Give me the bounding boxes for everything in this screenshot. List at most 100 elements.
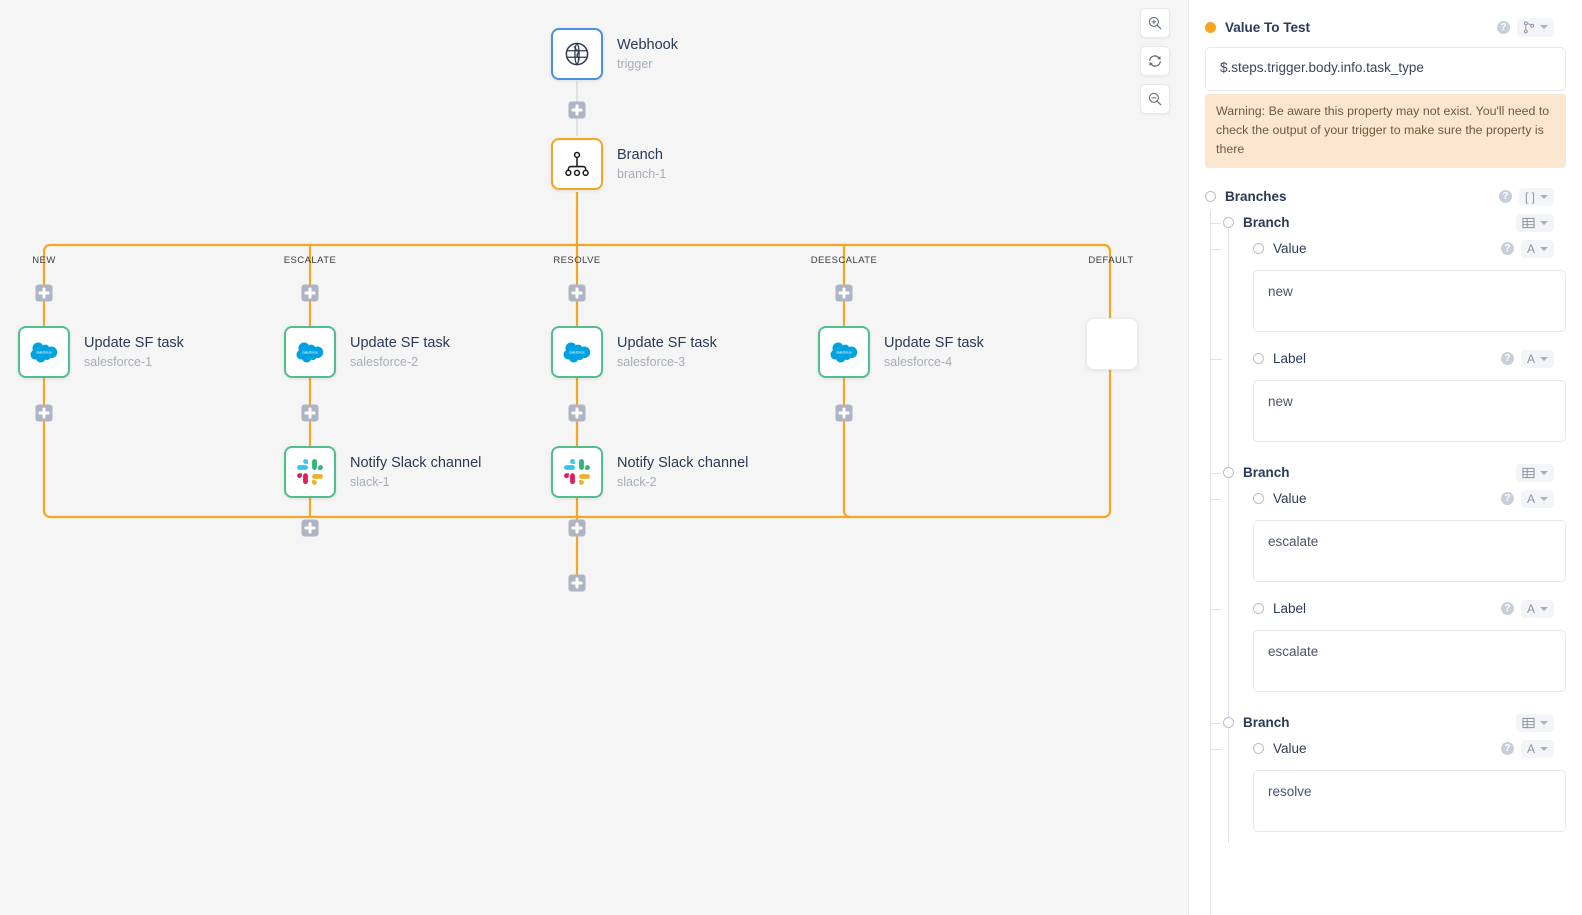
node-salesforce-4[interactable]: salesforce Update SF task salesforce-4 [818,326,984,378]
help-icon[interactable]: ? [1500,492,1514,506]
node-salesforce-3[interactable]: salesforce Update SF task salesforce-3 [551,326,717,378]
add-step-button[interactable] [835,404,853,422]
field-header-row[interactable]: Value ? A [1253,486,1566,512]
field-header-row[interactable]: Label ? A [1253,346,1566,372]
help-icon[interactable]: ? [1500,242,1514,256]
salesforce-icon: salesforce [30,342,58,363]
node-salesforce-2[interactable]: salesforce Update SF task salesforce-2 [284,326,450,378]
node-icon-box[interactable] [284,446,336,498]
field-value-input[interactable]: new [1253,379,1566,442]
row-controls[interactable]: ? [1497,17,1554,37]
field-value-input[interactable]: new [1253,269,1566,332]
value-to-test-row[interactable]: Value To Test ? [1205,14,1566,40]
add-step-button[interactable] [35,404,53,422]
collapse-toggle[interactable] [1253,743,1264,755]
node-icon-box[interactable]: salesforce [284,326,336,378]
node-icon-box[interactable] [551,138,603,190]
add-step-button[interactable] [835,284,853,302]
add-step-button[interactable] [568,519,586,537]
help-icon[interactable]: ? [1497,20,1510,34]
type-selector-object[interactable] [1516,213,1554,232]
type-selector-string[interactable]: A [1520,489,1554,508]
type-selector-string[interactable]: A [1520,239,1554,258]
branch-header-row[interactable]: Branch [1223,710,1566,736]
type-selector-object[interactable] [1516,463,1554,482]
collapse-toggle[interactable] [1253,603,1264,615]
node-default-placeholder[interactable] [1086,318,1138,370]
collapse-toggle[interactable] [1223,217,1234,229]
help-icon[interactable]: ? [1500,742,1514,756]
node-branch[interactable]: Branch branch-1 [551,138,666,190]
properties-panel[interactable]: Value To Test ? [1188,0,1582,915]
node-icon-box[interactable]: salesforce [18,326,70,378]
node-slack-2[interactable]: Notify Slack channel slack-2 [551,446,748,498]
type-selector-string[interactable]: A [1520,349,1554,368]
type-selector-string[interactable]: A [1520,599,1554,618]
collapse-toggle[interactable] [1253,493,1264,505]
properties-panel-scroll[interactable]: Value To Test ? [1189,0,1582,915]
add-step-button[interactable] [35,284,53,302]
zoom-controls[interactable] [1140,8,1170,114]
node-slack-1[interactable]: Notify Slack channel slack-1 [284,446,481,498]
branch-field: Value ? A new [1211,236,1566,332]
collapse-toggle[interactable] [1205,191,1216,203]
field-header-row[interactable]: Label ? A [1253,596,1566,622]
help-icon[interactable]: ? [1498,190,1512,204]
node-icon-box[interactable]: salesforce [551,326,603,378]
node-icon-box[interactable]: salesforce [818,326,870,378]
branch-label: Branch [1243,215,1290,231]
tree-line [1228,722,1229,843]
collapse-toggle[interactable] [1253,353,1264,365]
add-step-button[interactable] [568,284,586,302]
string-type-icon: A [1526,491,1535,506]
branches-row[interactable]: Branches ? [ ] [1205,184,1566,210]
field-value-input[interactable]: escalate [1253,519,1566,582]
field-header-row[interactable]: Value ? A [1253,736,1566,762]
type-selector-branch[interactable] [1517,17,1554,37]
row-controls[interactable]: ? A [1500,599,1554,618]
chevron-down-icon [1540,720,1548,725]
zoom-in-button[interactable] [1140,8,1170,38]
collapse-toggle[interactable] [1223,467,1234,479]
collapse-toggle[interactable] [1253,243,1264,255]
workflow-canvas[interactable]: Webhook trigger Branch branch-1 NEW [0,0,1188,915]
node-subtitle: branch-1 [617,166,667,181]
add-step-button[interactable] [568,404,586,422]
add-step-button[interactable] [568,574,586,592]
node-salesforce-1[interactable]: salesforce Update SF task salesforce-1 [18,326,184,378]
row-controls[interactable]: ? A [1500,349,1554,368]
row-controls[interactable]: ? A [1500,489,1554,508]
branch-header-row[interactable]: Branch [1223,210,1566,236]
row-controls[interactable]: ? A [1500,739,1554,758]
add-step-button[interactable] [301,404,319,422]
add-step-button[interactable] [301,519,319,537]
zoom-out-button[interactable] [1140,84,1170,114]
type-selector-string[interactable]: A [1520,739,1554,758]
row-controls[interactable]: ? [ ] [1498,187,1554,206]
row-controls[interactable] [1516,213,1554,232]
field-value-input[interactable]: resolve [1253,769,1566,832]
table-type-icon [1522,467,1535,479]
type-selector-object[interactable] [1516,713,1554,732]
field-value-input[interactable]: escalate [1253,629,1566,692]
node-webhook[interactable]: Webhook trigger [551,28,678,80]
node-icon-box[interactable] [551,446,603,498]
node-subtitle: salesforce-3 [617,354,686,369]
field-header-row[interactable]: Value ? A [1253,236,1566,262]
add-step-button[interactable] [568,101,586,119]
type-selector-array[interactable]: [ ] [1518,187,1554,206]
svg-text:salesforce: salesforce [36,351,52,355]
node-subtitle: slack-2 [617,474,657,489]
branch-header-row[interactable]: Branch [1223,460,1566,486]
row-controls[interactable] [1516,463,1554,482]
row-controls[interactable] [1516,713,1554,732]
help-icon[interactable]: ? [1500,352,1514,366]
node-icon-box[interactable] [551,28,603,80]
add-step-button[interactable] [301,284,319,302]
fit-view-button[interactable] [1140,46,1170,76]
row-controls[interactable]: ? A [1500,239,1554,258]
node-icon-box[interactable] [1086,318,1138,370]
value-to-test-input[interactable]: $.steps.trigger.body.info.task_type [1205,47,1566,91]
help-icon[interactable]: ? [1500,602,1514,616]
collapse-toggle[interactable] [1223,717,1234,729]
